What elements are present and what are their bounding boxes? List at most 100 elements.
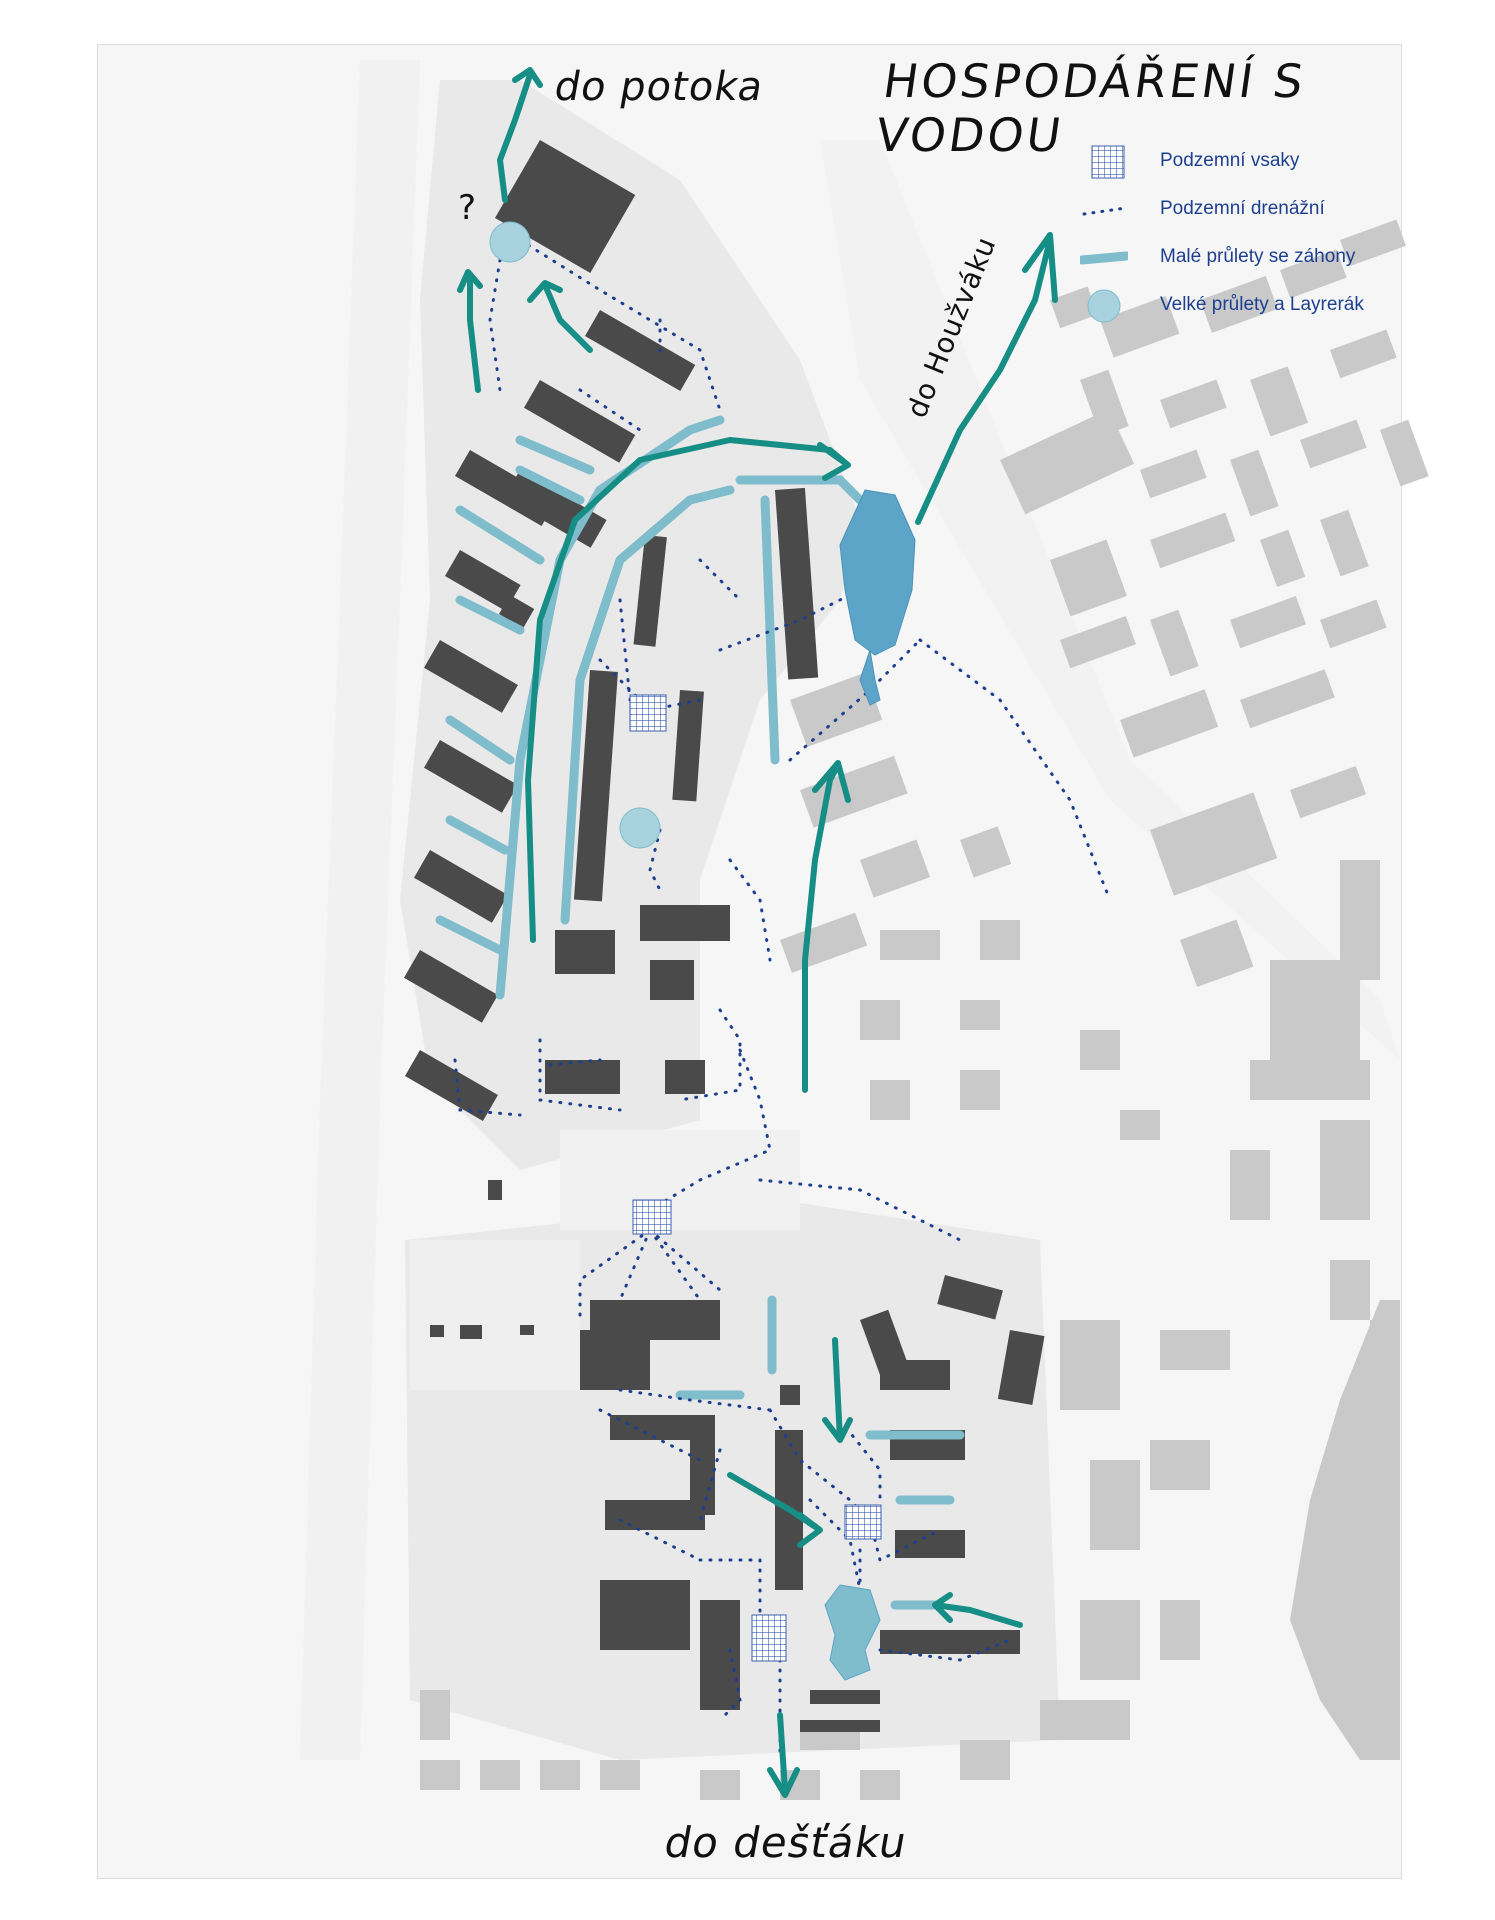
legend-label: Velké průlety a Layrerák (1160, 294, 1364, 315)
retention-basin (619, 807, 661, 849)
building (997, 1330, 1045, 1406)
infiltration-unit (629, 694, 667, 732)
building (800, 1720, 880, 1732)
swale (515, 435, 595, 475)
building (488, 1180, 502, 1200)
drainage-line (488, 258, 502, 392)
building (404, 949, 498, 1023)
flow-arrow-houzvak (915, 232, 1058, 525)
drainage-line (578, 388, 642, 432)
drainage-line (768, 1408, 872, 1522)
flow-arrow-destak (767, 1712, 800, 1798)
building (430, 1325, 444, 1337)
building (555, 930, 615, 974)
legend-item-drainage: Podzemní drenážní (1080, 192, 1400, 240)
infiltration-unit (751, 1614, 787, 1662)
building (605, 1500, 705, 1530)
flow-arrow-main (525, 437, 851, 943)
flow-arrow-south-b (727, 1472, 823, 1548)
building (665, 1060, 705, 1094)
building (880, 1360, 950, 1390)
drainage-line (618, 1388, 772, 1412)
drainage-line (698, 558, 742, 602)
swales (435, 415, 965, 1610)
building (640, 905, 730, 941)
building (690, 1415, 715, 1515)
parking-area (410, 1240, 580, 1390)
question-mark-label: ? (458, 188, 478, 228)
building (405, 1050, 498, 1121)
swale (735, 475, 865, 505)
building (580, 1330, 650, 1390)
building (520, 1325, 534, 1335)
infiltration-units (629, 694, 882, 1662)
building (880, 1630, 1020, 1654)
building (780, 1385, 800, 1405)
swale (760, 495, 780, 765)
building (573, 670, 618, 902)
building (895, 1530, 965, 1558)
drainage-line (758, 1178, 962, 1242)
legend-label: Podzemní drenážní (1160, 198, 1325, 219)
drainage-line (868, 1518, 942, 1563)
flow-label-rain-sewer: do dešťáku (660, 1818, 912, 1867)
retention-basin (489, 221, 531, 263)
swale (445, 715, 515, 765)
building (424, 739, 518, 813)
legend-label: Malé průlety se záhony (1160, 246, 1356, 267)
ponds (489, 221, 916, 1681)
legend-item-infiltration: Podzemní vsaky (1080, 144, 1400, 192)
large-pond-icon (1087, 289, 1121, 323)
drainage-line (718, 1648, 742, 1722)
swale (495, 415, 725, 1000)
drainage-line (698, 1558, 762, 1642)
context-buildings (420, 219, 1429, 1800)
drainage-line (808, 1498, 862, 1592)
swale (560, 485, 735, 925)
flow-arrow-curve (527, 280, 593, 353)
drainage-line (838, 1418, 882, 1522)
building (414, 850, 508, 923)
building (444, 550, 521, 611)
building (672, 690, 704, 802)
drainage-line (878, 1638, 1012, 1662)
project-buildings (404, 140, 1045, 1732)
flow-arrows (457, 67, 1058, 1798)
drainage-line (698, 1448, 722, 1522)
building (937, 1274, 1003, 1320)
building (460, 1325, 482, 1339)
building (495, 140, 636, 273)
legend-item-swales: Malé průlety se záhony (1080, 240, 1400, 288)
drainage-line (648, 1048, 772, 1212)
building (633, 535, 667, 647)
building (700, 1600, 740, 1710)
road-east (820, 140, 1400, 1060)
swale (455, 595, 525, 635)
flow-arrow-up (457, 269, 483, 393)
drainage-line (453, 1058, 522, 1117)
drainage-line (648, 1228, 702, 1302)
flow-arrow-north (497, 67, 543, 203)
drainage-line (678, 1008, 742, 1102)
flow-arrow-east (932, 1592, 1023, 1628)
flow-arrow-center (802, 760, 851, 1093)
swale-stroke-icon (1080, 251, 1128, 265)
drainage-line (648, 828, 662, 892)
building (424, 640, 518, 713)
drainage-line (598, 1408, 702, 1462)
infiltration-unit (632, 1199, 672, 1235)
swale (435, 915, 505, 955)
retention-basin (824, 1584, 881, 1681)
building (810, 1690, 880, 1704)
pond-outlet (859, 649, 881, 706)
building (524, 380, 636, 463)
north-block-ground (400, 80, 860, 1170)
infiltration-unit (844, 1504, 882, 1540)
swale (445, 815, 510, 855)
building (600, 1580, 690, 1650)
road-west (300, 60, 420, 1760)
building (545, 1060, 620, 1094)
drainage-line (578, 1228, 652, 1322)
building (498, 594, 535, 629)
legend-label: Podzemní vsaky (1160, 150, 1300, 171)
